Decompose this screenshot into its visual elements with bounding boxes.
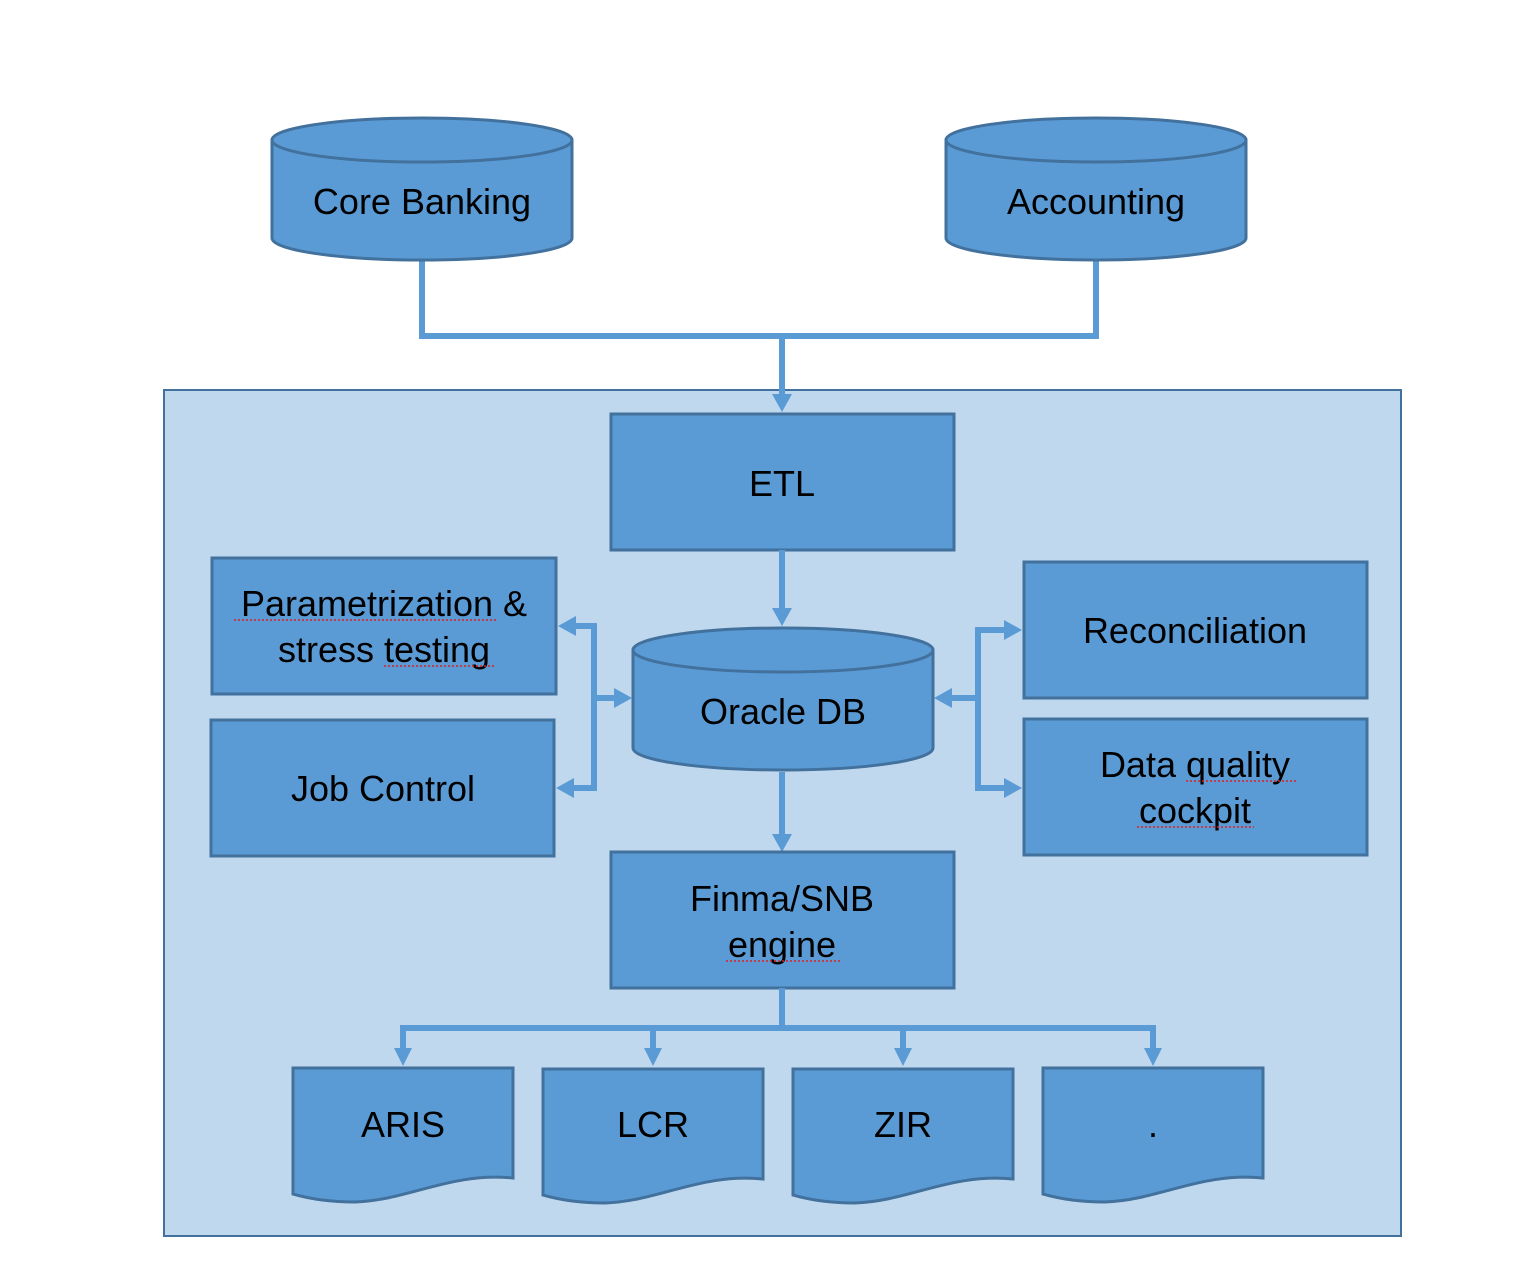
data-quality-box[interactable]: Data quality cockpit bbox=[1022, 717, 1369, 857]
report-lcr[interactable]: LCR bbox=[541, 1067, 765, 1205]
db-to-engine-connector bbox=[772, 772, 792, 852]
data-quality-label-line1: Data quality bbox=[1100, 744, 1290, 785]
source-connector bbox=[419, 260, 1099, 412]
etl-label: ETL bbox=[749, 463, 815, 504]
report-zir[interactable]: ZIR bbox=[791, 1067, 1015, 1205]
engine-box[interactable]: Finma/SNB engine bbox=[609, 850, 956, 990]
data-quality-label-line2: cockpit bbox=[1139, 790, 1251, 831]
report-other-label: . bbox=[1148, 1104, 1158, 1145]
parametrization-label-line1: Parametrization & bbox=[241, 583, 527, 624]
report-aris-label: ARIS bbox=[361, 1104, 445, 1145]
oracle-db[interactable]: Oracle DB bbox=[631, 626, 935, 772]
core-banking-db[interactable]: Core Banking bbox=[270, 116, 574, 262]
job-control-box[interactable]: Job Control bbox=[209, 718, 556, 858]
report-other[interactable]: . bbox=[1041, 1066, 1265, 1204]
oracle-db-label: Oracle DB bbox=[700, 691, 866, 732]
core-banking-label: Core Banking bbox=[313, 181, 531, 222]
reconciliation-label: Reconciliation bbox=[1083, 610, 1307, 651]
accounting-label: Accounting bbox=[1007, 181, 1185, 222]
parametrization-box[interactable]: Parametrization & stress testing bbox=[210, 556, 558, 696]
report-zir-label: ZIR bbox=[874, 1104, 932, 1145]
parametrization-label-line2: stress testing bbox=[278, 629, 490, 670]
reconciliation-box[interactable]: Reconciliation bbox=[1022, 560, 1369, 700]
right-connector bbox=[934, 620, 1022, 798]
accounting-db[interactable]: Accounting bbox=[944, 116, 1248, 262]
engine-label-line2: engine bbox=[728, 924, 836, 965]
left-connector bbox=[556, 616, 632, 798]
engine-label-line1: Finma/SNB bbox=[690, 878, 874, 919]
engine-to-reports-connector bbox=[394, 988, 1162, 1066]
etl-box[interactable]: ETL bbox=[609, 412, 956, 552]
etl-to-db-connector bbox=[772, 550, 792, 626]
report-lcr-label: LCR bbox=[617, 1104, 689, 1145]
report-aris[interactable]: ARIS bbox=[291, 1066, 515, 1204]
job-control-label: Job Control bbox=[291, 768, 475, 809]
